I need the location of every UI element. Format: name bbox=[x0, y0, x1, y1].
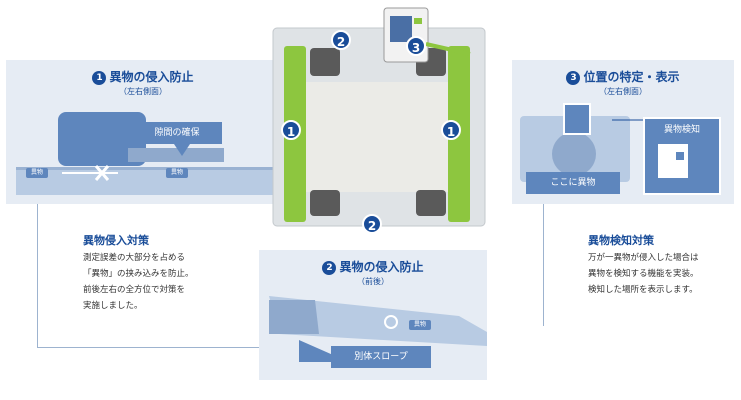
left-panel-number: 1 bbox=[92, 71, 107, 85]
cross-mark bbox=[94, 165, 110, 181]
right-panel-title-text: 位置の特定・表示 bbox=[583, 70, 680, 84]
item-ring bbox=[384, 315, 398, 329]
marker-top: 2 bbox=[331, 30, 351, 50]
ramp-label: 別体スロープ bbox=[331, 346, 431, 368]
ramp-shape bbox=[269, 296, 487, 346]
pointer bbox=[174, 144, 190, 156]
bottom-panel-subtitle: （前後） bbox=[357, 277, 389, 286]
gap-label: 隙間の確保 bbox=[132, 122, 222, 144]
foreign-item-tag-left: 異物 bbox=[26, 168, 48, 178]
load-pad-bottom-right bbox=[416, 190, 446, 216]
marker-left: 1 bbox=[281, 120, 301, 140]
right-panel-subtitle: （左右側面） bbox=[599, 87, 647, 96]
left-caption-body: 測定誤差の大部分を占める 「異物」の挟み込みを防止。 前後左右の全方位で対策を … bbox=[83, 253, 194, 311]
scale-edge bbox=[128, 148, 224, 162]
marker-right: 1 bbox=[441, 120, 461, 140]
display-button bbox=[414, 18, 422, 24]
left-panel-illustration bbox=[16, 112, 274, 195]
connector-left-bottom bbox=[37, 347, 259, 348]
foreign-item-tag-bottom: 異物 bbox=[409, 320, 431, 330]
detect-indicator bbox=[676, 152, 684, 160]
connector-right bbox=[543, 204, 544, 326]
display-screen bbox=[390, 16, 412, 42]
connector-left bbox=[37, 204, 38, 348]
floor-line bbox=[16, 167, 274, 170]
left-caption-title: 異物侵入対策 bbox=[83, 234, 149, 247]
left-panel-subtitle: （左右側面） bbox=[119, 87, 167, 96]
platform-edge bbox=[269, 300, 319, 334]
right-panel-number: 3 bbox=[566, 71, 581, 85]
here-label: ここに異物 bbox=[526, 172, 620, 194]
platform-surface bbox=[306, 82, 448, 192]
foreign-item-tag-right: 異物 bbox=[166, 168, 188, 178]
right-caption-title: 異物検知対策 bbox=[588, 234, 654, 247]
floor-band bbox=[16, 167, 274, 195]
detect-screen bbox=[658, 144, 688, 178]
bottom-panel-title-text: 異物の侵入防止 bbox=[339, 260, 424, 274]
bottom-panel-number: 2 bbox=[322, 261, 337, 275]
marker-bottom: 2 bbox=[362, 214, 382, 234]
display-arm bbox=[425, 42, 471, 56]
small-display bbox=[563, 103, 591, 135]
marker-display: 3 bbox=[406, 36, 426, 56]
load-cell bbox=[552, 132, 596, 176]
right-caption-body: 万が一異物が侵入した場合は 異物を検知する機能を実装。 検知した場所を表示します… bbox=[588, 253, 699, 295]
load-pad-top-left bbox=[310, 48, 340, 76]
detect-label: 異物検知 bbox=[663, 125, 700, 135]
scale-device bbox=[272, 7, 486, 227]
left-panel-title-text: 異物の侵入防止 bbox=[109, 70, 194, 84]
scale-body bbox=[58, 112, 146, 166]
right-panel-illustration bbox=[520, 103, 721, 195]
load-pad-bottom-left bbox=[310, 190, 340, 216]
